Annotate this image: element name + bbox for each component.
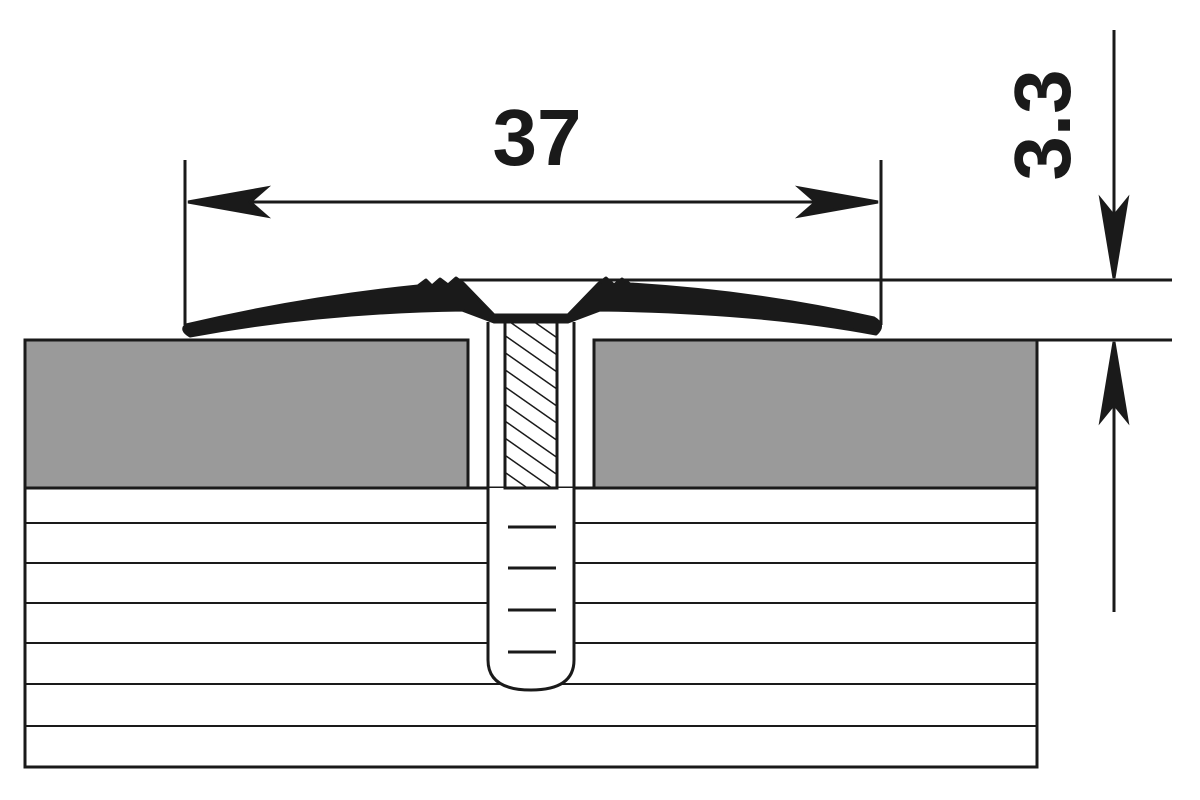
right-floor-tile [592, 338, 1039, 490]
height-arrow-down [1098, 194, 1130, 279]
expansion-gap [486, 322, 576, 488]
width-arrow-left [187, 185, 272, 219]
dowel-ribs [508, 525, 556, 654]
threshold-profile-cap [182, 276, 882, 338]
width-label: 37 [493, 93, 582, 182]
height-dimension [458, 30, 1172, 612]
width-arrow-right [794, 185, 879, 219]
dowel-plug [486, 488, 576, 692]
height-arrow-up [1098, 341, 1130, 426]
width-dimension [183, 160, 883, 325]
hatched-screw [503, 316, 559, 490]
left-floor-tile [23, 338, 470, 490]
height-label: 3.3 [998, 69, 1087, 180]
